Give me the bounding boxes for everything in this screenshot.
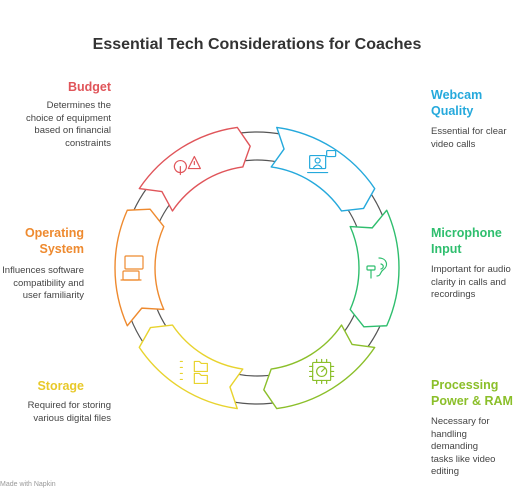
processing-label: Processing Power & RAM	[431, 377, 513, 409]
budget-icon	[173, 155, 201, 176]
webcam-segment	[270, 126, 376, 212]
microphone-label: Microphone Input	[431, 225, 502, 257]
budget-description: Determines the choice of equipment based…	[26, 100, 111, 150]
os-description: Influences software compatibility and us…	[2, 265, 84, 303]
os-desc-line: user familiarity	[22, 290, 84, 301]
microphone-desc-line: recordings	[431, 289, 476, 300]
storage-desc-line: various digital files	[33, 412, 111, 424]
napkin-credit: Made with Napkin	[0, 481, 56, 488]
webcam-label-line: Webcam	[431, 88, 483, 102]
os-desc-line: Influences software	[2, 265, 84, 276]
webcam-description: Essential for clear video calls	[431, 126, 507, 151]
webcam-label: Webcam Quality	[431, 87, 482, 119]
icons	[120, 149, 388, 385]
budget-desc-line: choice of equipment	[25, 112, 111, 124]
folders-icon	[179, 360, 208, 385]
processing-desc-line: handling demanding	[431, 428, 479, 453]
budget-desc-line: constraints	[65, 137, 111, 149]
diagram-title: Essential Tech Considerations for Coache…	[92, 36, 422, 53]
webcam-desc-line: Essential for clear	[431, 126, 507, 137]
processing-desc-line: editing	[431, 466, 459, 477]
microphone-icon	[366, 257, 388, 279]
processing-label-line: Processing	[431, 378, 499, 392]
microphone-label-line: Microphone	[431, 226, 502, 240]
processing-description: Necessary for handling demanding tasks l…	[431, 416, 514, 479]
microphone-desc-line: clarity in calls and	[431, 276, 506, 288]
processing-desc-line: Necessary for	[431, 416, 490, 427]
storage-segment	[138, 324, 244, 410]
budget-label: Budget	[67, 80, 111, 94]
budget-segment	[138, 126, 251, 212]
budget-desc-line: Determines the	[46, 100, 111, 111]
processing-label-line: Power & RAM	[431, 394, 513, 408]
cpu-icon	[309, 358, 335, 385]
os-label-line: Operating	[24, 226, 84, 240]
microphone-description: Important for audio clarity in calls and…	[431, 264, 511, 302]
microphone-label-line: Input	[431, 242, 462, 256]
storage-description: Required for storing various digital fil…	[28, 400, 111, 425]
webcam-desc-line: video calls	[431, 138, 476, 150]
devices-icon	[120, 255, 144, 281]
webcam-icon	[307, 149, 337, 174]
os-label-line: System	[39, 242, 84, 256]
processing-desc-line: tasks like video	[431, 453, 496, 465]
webcam-label-line: Quality	[431, 104, 474, 118]
ring-segments	[114, 126, 400, 410]
budget-desc-line: based on financial	[34, 125, 111, 136]
os-segment	[114, 208, 165, 327]
microphone-desc-line: Important for audio	[431, 264, 511, 275]
os-desc-line: compatibility and	[13, 277, 84, 289]
storage-desc-line: Required for storing	[27, 400, 111, 411]
os-label: Operating System	[25, 225, 84, 257]
storage-label: Storage	[37, 379, 84, 393]
